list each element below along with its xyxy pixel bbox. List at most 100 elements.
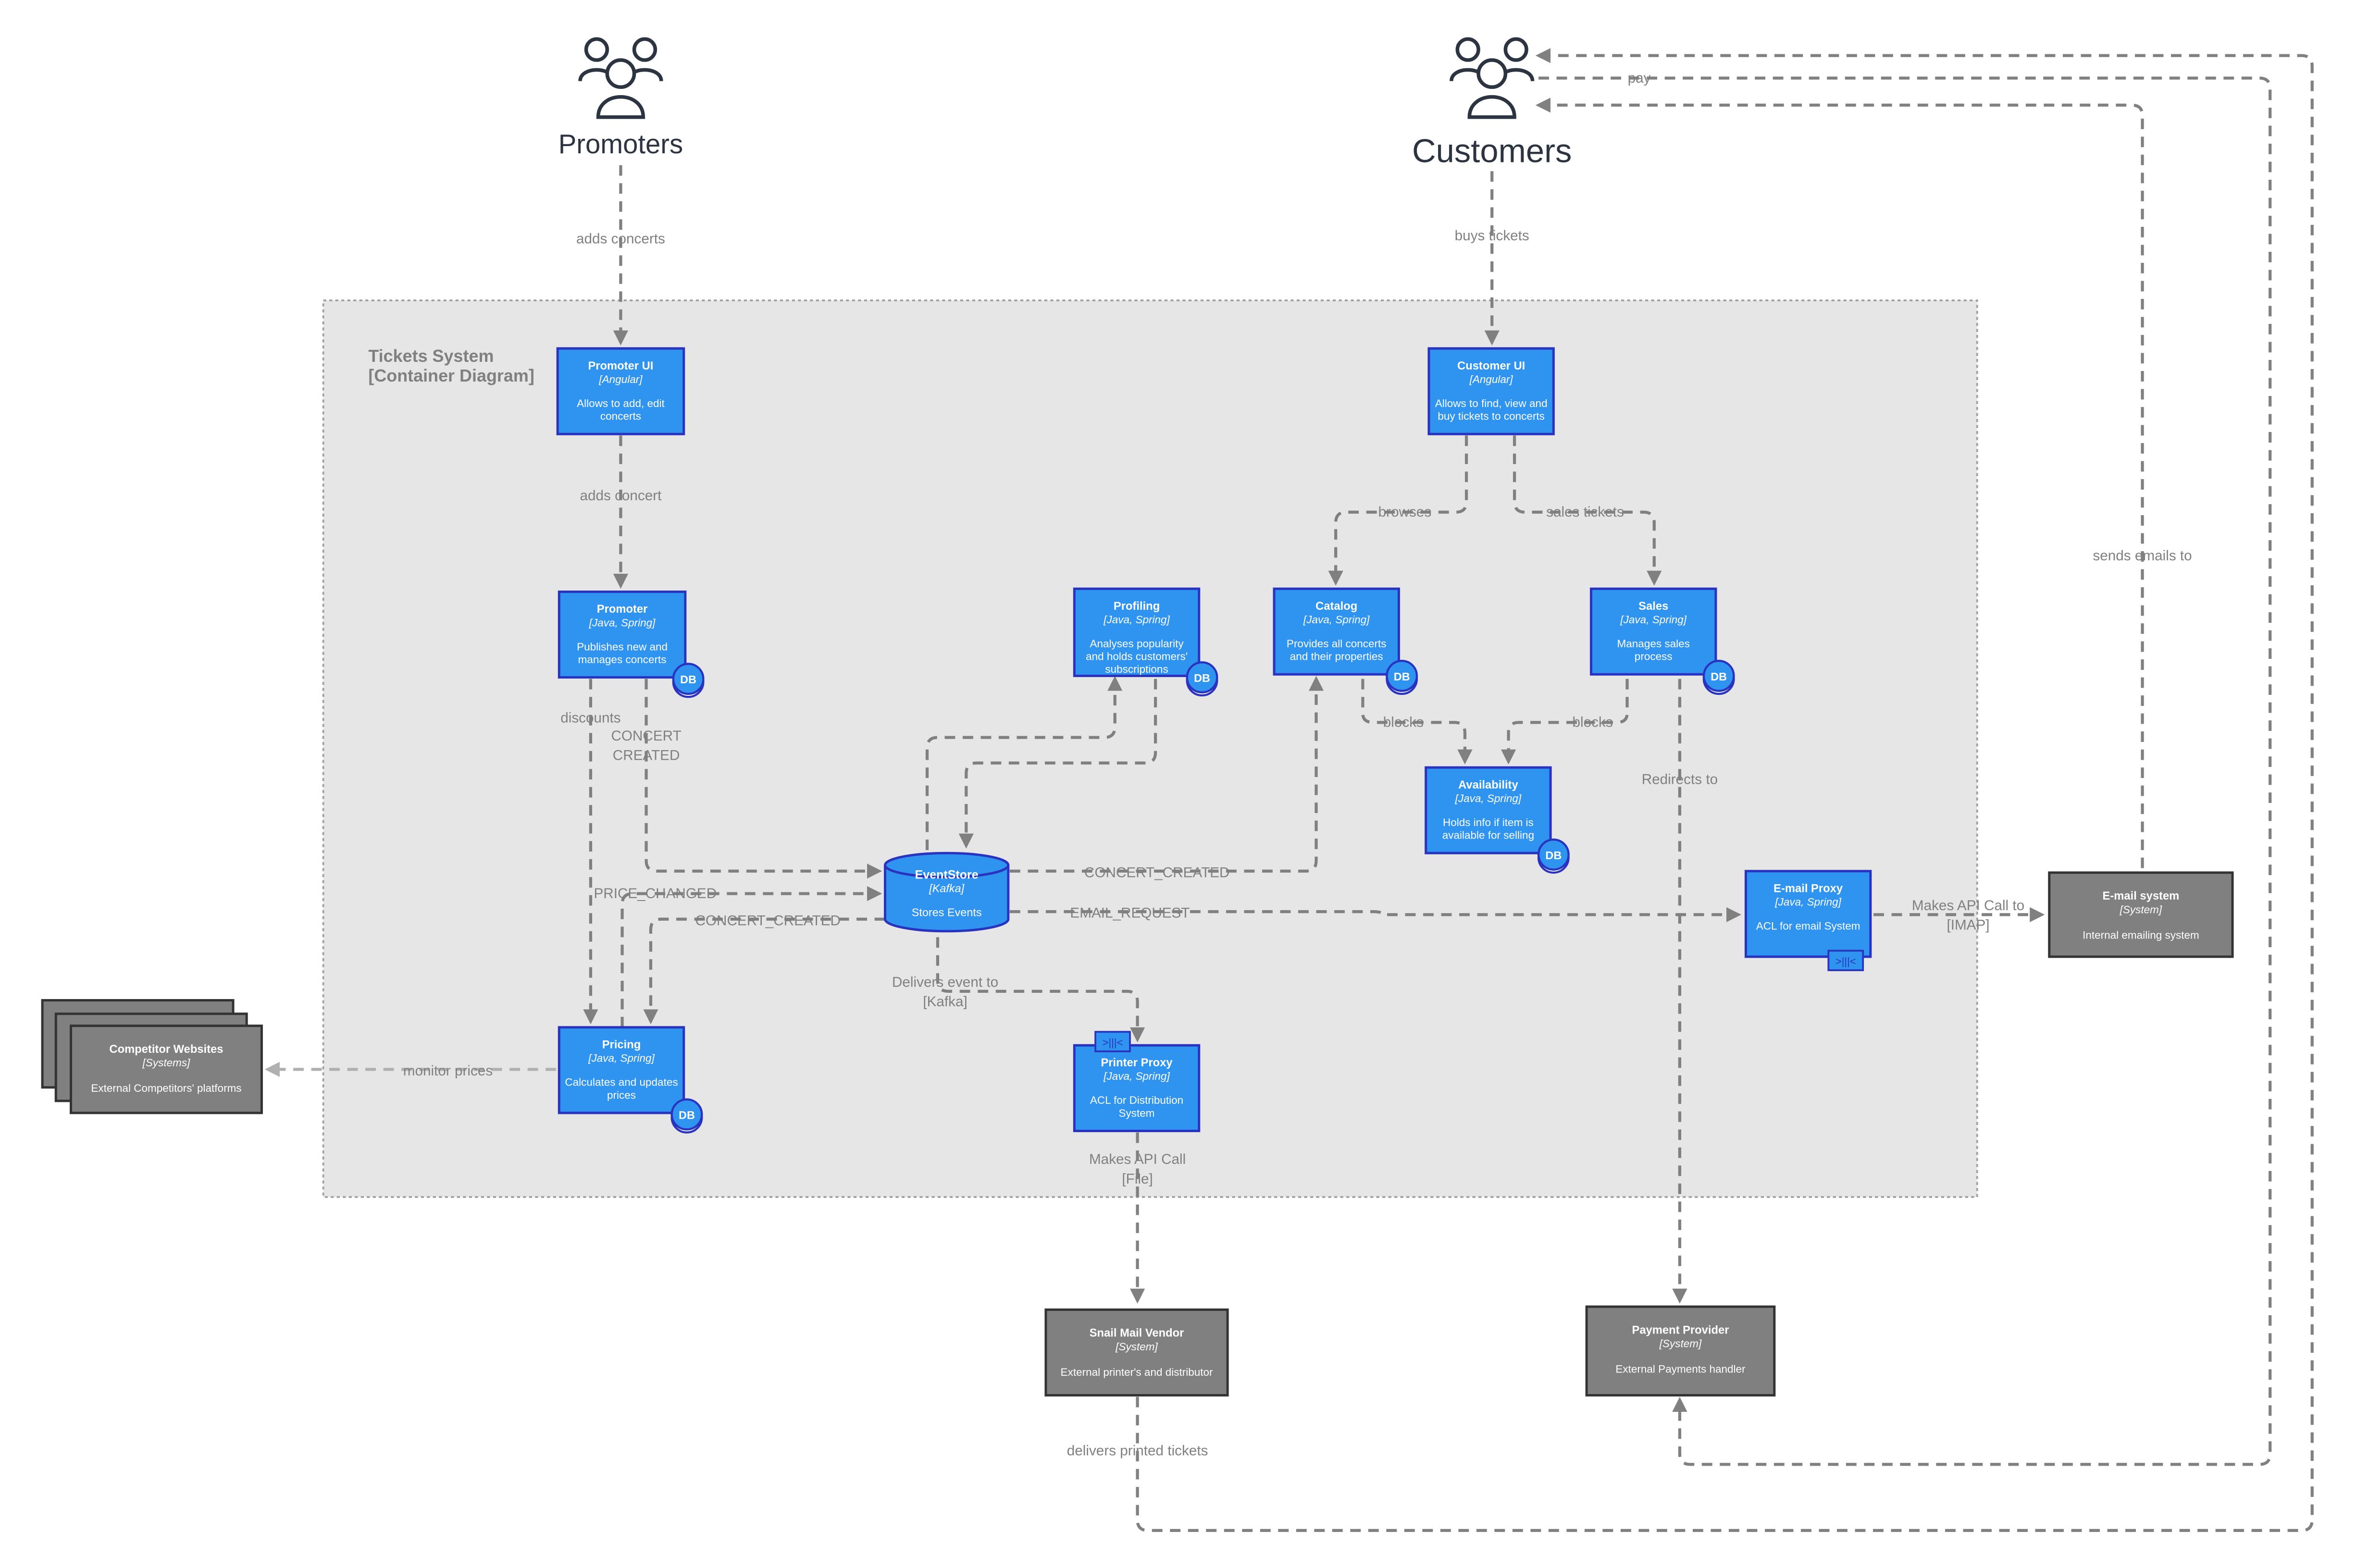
edge-catalog-availability bbox=[1361, 679, 1473, 765]
container-desc: subscriptions bbox=[1105, 663, 1168, 675]
container-desc: concerts bbox=[600, 410, 641, 422]
actor-label: Promoters bbox=[558, 129, 683, 159]
edge-labels: adds concerts buys tickets adds concert … bbox=[403, 70, 2192, 1459]
db-badge-label: DB bbox=[1711, 670, 1727, 683]
container-desc: Analyses popularity bbox=[1090, 638, 1184, 650]
container-sales[interactable]: Sales[Java, Spring]Manages salesprocessD… bbox=[1590, 587, 1735, 695]
eventstore-node[interactable]: EventStore [Kafka] Stores Events bbox=[884, 852, 1010, 933]
container-desc: available for selling bbox=[1442, 829, 1534, 841]
label-browses: browses bbox=[1378, 504, 1432, 520]
label-email-request: EMAIL_REQUEST bbox=[1070, 905, 1190, 921]
boundary-title: Tickets System bbox=[368, 346, 494, 366]
label-delivers-event-2: [Kafka] bbox=[923, 994, 967, 1010]
external-tech: [System] bbox=[2120, 903, 2162, 915]
external-desc: Internal emailing system bbox=[2083, 929, 2199, 941]
label-monitor-prices: monitor prices bbox=[403, 1063, 493, 1079]
external-competitor[interactable]: Competitor Websites[Systems]External Com… bbox=[41, 999, 263, 1114]
container-title: Printer Proxy bbox=[1101, 1056, 1173, 1069]
container-title: Customer UI bbox=[1457, 359, 1525, 372]
external-snail-mail[interactable]: Snail Mail Vendor[System]External printe… bbox=[1044, 1308, 1229, 1397]
edge-customer-ui-catalog bbox=[1328, 435, 1468, 586]
label-adds-concerts: adds concerts bbox=[576, 231, 665, 247]
container-desc: manages concerts bbox=[578, 654, 667, 666]
label-redirects-to: Redirects to bbox=[1642, 772, 1718, 788]
container-desc: ACL for Distribution bbox=[1090, 1094, 1183, 1106]
container-catalog[interactable]: Catalog[Java, Spring] Provides all concer… bbox=[1273, 587, 1418, 695]
container-desc: ACL for email System bbox=[1756, 920, 1860, 932]
adapter-icon-label: >|||< bbox=[1103, 1037, 1123, 1049]
people-icon bbox=[1450, 37, 1535, 119]
container-desc: Provides all concerts bbox=[1287, 638, 1387, 650]
label-delivers-event-1: Delivers event to bbox=[892, 974, 998, 990]
label-concert-created-2: CREATED bbox=[613, 747, 680, 763]
container-tech: [Java, Spring] bbox=[1620, 614, 1686, 626]
label-concert-created-1: CONCERT bbox=[611, 728, 681, 744]
container-tech: [Java, Spring] bbox=[1774, 896, 1841, 908]
container-email-proxy[interactable]: E-mail Proxy[Java, Spring] ACL for email … bbox=[1744, 870, 1872, 971]
container-desc: System bbox=[1119, 1107, 1155, 1119]
container-promoter[interactable]: Promoter[Java, Spring]Publishes new andm… bbox=[558, 590, 705, 698]
adapter-icon-label: >|||< bbox=[1835, 955, 1856, 967]
container-title: Catalog bbox=[1315, 600, 1357, 613]
actor-promoters[interactable]: Promoters bbox=[558, 37, 683, 159]
container-profiling[interactable]: Profiling[Java, Spring]Analyses populari… bbox=[1073, 587, 1218, 697]
external-title: E-mail system bbox=[2103, 889, 2180, 902]
db-badge: DB bbox=[1186, 661, 1218, 697]
db-badge-label: DB bbox=[679, 1109, 695, 1121]
actor-customers[interactable]: Customers bbox=[1412, 37, 1572, 170]
label-concert-created-catalog: CONCERT_CREATED bbox=[1084, 864, 1229, 880]
db-badge: DB bbox=[1702, 660, 1735, 695]
external-payment[interactable]: Payment Provider[System]External Payment… bbox=[1585, 1305, 1776, 1397]
edge-eventstore-printer-proxy bbox=[936, 937, 1145, 1043]
label-price-changed: PRICE_CHANGED bbox=[594, 886, 717, 901]
container-availability[interactable]: Availability[Java, Spring]Holds info if … bbox=[1425, 766, 1570, 874]
container-title: Promoter UI bbox=[588, 359, 653, 372]
label-makes-api-file-2: [File] bbox=[1122, 1171, 1153, 1187]
label-sales-tickets: sales tickets bbox=[1546, 504, 1624, 520]
container-title: E-mail Proxy bbox=[1773, 882, 1843, 895]
container-pricing[interactable]: Pricing[Java, Spring]Calculates and upda… bbox=[558, 1026, 703, 1134]
container-promoter-ui[interactable]: Promoter UI[Angular]Allows to add, editc… bbox=[556, 347, 685, 435]
container-tech: [Java, Spring] bbox=[1303, 614, 1370, 626]
boundary-subtitle: [Container Diagram] bbox=[368, 366, 534, 385]
container-desc: and their properties bbox=[1290, 651, 1383, 663]
container-title: Profiling bbox=[1114, 600, 1160, 613]
edge-eventstore-catalog bbox=[1009, 676, 1324, 873]
label-makes-api-imap-2: [IMAP] bbox=[1947, 917, 1989, 933]
container-desc: Publishes new and bbox=[577, 641, 668, 653]
container-desc: Manages sales bbox=[1617, 638, 1690, 650]
label-makes-api-imap-1: Makes API Call to bbox=[1912, 898, 2024, 914]
container-title: Promoter bbox=[597, 603, 648, 616]
container-desc: and holds customers' bbox=[1086, 651, 1188, 663]
label-sends-emails: sends emails to bbox=[2093, 548, 2192, 564]
container-printer-proxy[interactable]: Printer Proxy[Java, Spring]ACL for Distr… bbox=[1073, 1031, 1201, 1132]
external-title: Competitor Websites bbox=[109, 1043, 223, 1056]
edge-eventstore-profiling bbox=[925, 676, 1123, 851]
container-title: Availability bbox=[1458, 778, 1518, 791]
label-adds-concert: adds concert bbox=[580, 488, 662, 504]
container-tech: [Java, Spring] bbox=[588, 1052, 655, 1064]
label-concert-created-pricing: CONCERT_CREATED bbox=[695, 913, 841, 928]
container-title: Sales bbox=[1638, 600, 1668, 613]
edge-snail-mail-customers bbox=[1136, 48, 2314, 1532]
external-systems: E-mail system[System]Internal emailing s… bbox=[41, 871, 2234, 1397]
container-desc: prices bbox=[607, 1089, 636, 1101]
label-pay: pay bbox=[1628, 70, 1651, 86]
adapter-icon: >|||< bbox=[1827, 950, 1864, 971]
label-buys-tickets: buys tickets bbox=[1455, 228, 1529, 244]
external-email-system[interactable]: E-mail system[System] Internal emailing s… bbox=[2048, 871, 2234, 958]
external-desc: External printer's and distributor bbox=[1061, 1366, 1213, 1378]
external-tech: [System] bbox=[1115, 1341, 1158, 1353]
container-desc: Allows to find, view and bbox=[1435, 397, 1548, 409]
external-tech: [Systems] bbox=[142, 1057, 191, 1069]
container-desc: Holds info if item is bbox=[1443, 816, 1534, 828]
container-tech: [Angular] bbox=[1469, 373, 1513, 385]
edge-pricing-eventstore bbox=[620, 886, 882, 1027]
container-title: Pricing bbox=[602, 1038, 641, 1051]
label-makes-api-file-1: Makes API Call bbox=[1089, 1151, 1186, 1167]
actor-label: Customers bbox=[1412, 133, 1572, 170]
edge-eventstore-email-proxy bbox=[1009, 907, 1742, 923]
external-title: Payment Provider bbox=[1632, 1323, 1729, 1336]
label-blocks-1: blocks bbox=[1383, 715, 1424, 730]
container-customer-ui[interactable]: Customer UI[Angular] Allows to find, view… bbox=[1427, 347, 1555, 435]
